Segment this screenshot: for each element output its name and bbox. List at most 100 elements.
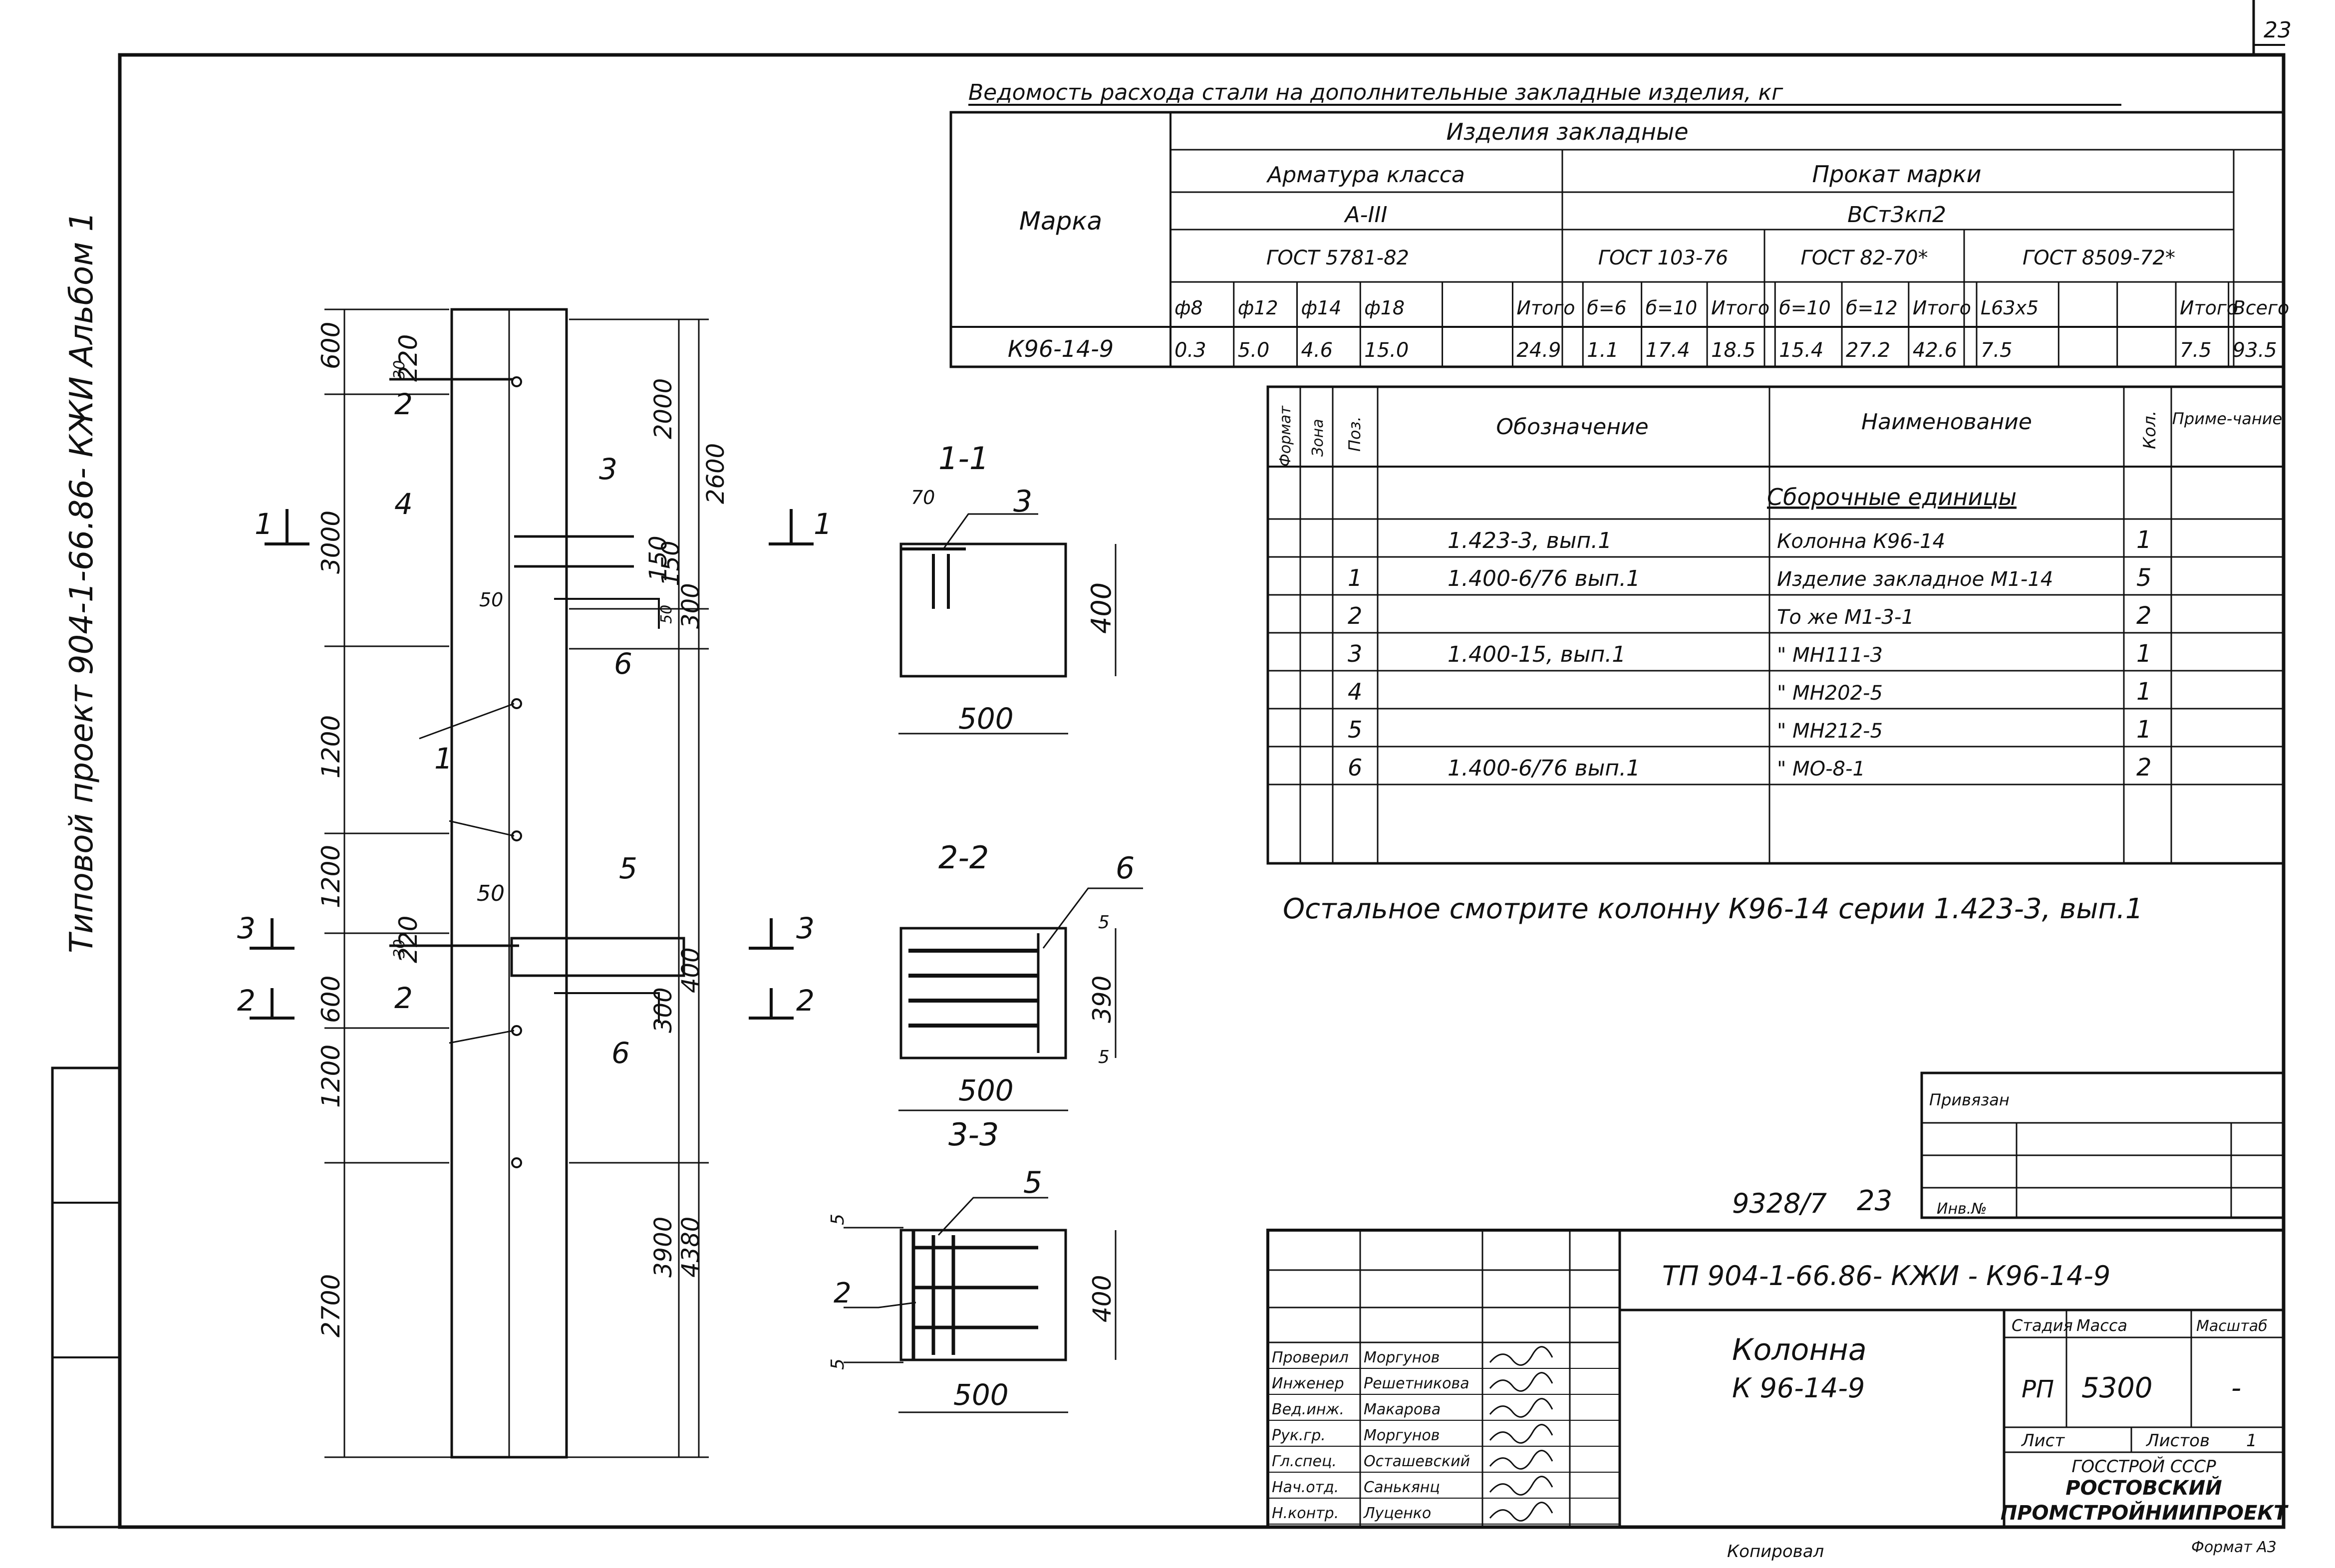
steel-row-value: 42.6 xyxy=(1913,339,1957,362)
elevation-dim-right: 400 xyxy=(677,947,705,993)
spec-row-pos: 2 xyxy=(1348,602,1362,629)
spec-table: Формат Зона Поз. Обозначение Наименовани… xyxy=(1266,385,2285,865)
spec-row-name: " МН202-5 xyxy=(1777,682,1883,705)
spec-row-name: " МН111-3 xyxy=(1777,644,1883,667)
signer-role: Рук.гр. xyxy=(1272,1427,1326,1444)
spec-row-qty: 1 xyxy=(2136,526,2152,554)
signature-icon xyxy=(1489,1450,1553,1470)
elevation-callout: 2 xyxy=(394,387,413,421)
elevation-dim-left: 220 xyxy=(394,334,423,382)
signer-name: Осташевский xyxy=(1364,1453,1470,1470)
org-2: РОСТОВСКИЙ xyxy=(2065,1476,2222,1500)
elevation-dim-inner: 50 xyxy=(479,589,503,611)
section-cut-mark: 1 xyxy=(255,507,273,541)
elevation-callout: 6 xyxy=(614,647,632,681)
elevation-dim-right: 150 xyxy=(644,535,672,581)
stage-label: Стадия xyxy=(2012,1316,2073,1335)
section-3-3-label: 3-3 xyxy=(948,1116,999,1153)
elevation-dim-right: 2600 xyxy=(702,443,730,504)
elevation-dim-left: 220 xyxy=(394,916,423,963)
elevation-dim-left: 3000 xyxy=(316,511,345,574)
section-2-2-label: 2-2 xyxy=(938,839,989,876)
steel-row-value: 0.3 xyxy=(1174,339,1206,362)
section-1-1-height: 400 xyxy=(1086,582,1117,634)
steel-col-head: Итого xyxy=(2180,297,2238,319)
gost-a: ГОСТ 103-76 xyxy=(1598,247,1729,269)
signature-icon xyxy=(1489,1424,1553,1444)
spec-head-name: Наименование xyxy=(1861,409,2032,435)
spec-row-name: Колонна К96-14 xyxy=(1777,530,1945,553)
spec-head-zone: Зона xyxy=(1309,419,1327,457)
spec-head-designation: Обозначение xyxy=(1496,414,1648,440)
org-1: ГОССТРОЙ СССР xyxy=(2071,1456,2216,1477)
steel-col-head: б=10 xyxy=(1779,297,1831,319)
steel-row-value: 1.1 xyxy=(1587,339,1619,362)
signature-icon xyxy=(1489,1502,1553,1522)
steel-col-head: ф12 xyxy=(1238,297,1278,319)
steel-col-head: Итого xyxy=(1711,297,1769,319)
inv-page: 23 xyxy=(1857,1185,1892,1217)
elevation-callout: 6 xyxy=(611,1036,630,1070)
steel-col-head: ф8 xyxy=(1174,297,1203,319)
steel-row-value: 93.5 xyxy=(2233,339,2277,362)
steel-col-head: б=10 xyxy=(1646,297,1698,319)
spec-row-qty: 2 xyxy=(2136,754,2152,782)
spec-row-pos: 6 xyxy=(1348,754,1362,781)
signer-name: Решетникова xyxy=(1364,1375,1469,1392)
steel-col-head: б=6 xyxy=(1587,297,1626,319)
drawing-name-1: Колонна xyxy=(1732,1332,1867,1367)
spec-row-designation: 1.400-6/76 вып.1 xyxy=(1448,566,1640,591)
signature-icon xyxy=(1489,1398,1553,1418)
section-1-1-callout: 3 xyxy=(1013,484,1032,519)
spec-head-pos: Поз. xyxy=(1345,416,1364,452)
steel-table-title: Ведомость расхода стали на дополнительны… xyxy=(968,80,1783,105)
spec-row-pos: 3 xyxy=(1348,640,1362,667)
section-3-3-width: 500 xyxy=(953,1378,1009,1412)
steel-row-value: 7.5 xyxy=(2180,339,2212,362)
section-2-2-width: 500 xyxy=(958,1073,1014,1107)
elevation-callout: 1 xyxy=(434,742,453,776)
spec-row-qty: 2 xyxy=(2136,602,2152,630)
steel-col-head: L63х5 xyxy=(1981,297,2039,319)
attached-label: Привязан xyxy=(1929,1090,2010,1109)
signer-role: Проверил xyxy=(1272,1349,1349,1366)
spec-row-name: " МО-8-1 xyxy=(1777,758,1865,781)
signer-name: Макарова xyxy=(1364,1401,1441,1418)
spec-head-qty: Кол. xyxy=(2140,411,2160,449)
section-3-3-callout-left: 2 xyxy=(834,1277,852,1309)
spec-row-pos: 5 xyxy=(1348,716,1362,743)
steel-row-value: 15.0 xyxy=(1364,339,1409,362)
elevation-dim-right: 150 xyxy=(657,540,685,586)
mark-header: Марка xyxy=(1019,207,1102,236)
section-cut-mark: 2 xyxy=(237,984,256,1018)
elevation-dim-right: 3900 xyxy=(649,1217,677,1278)
general-note: Остальное смотрите колонну К96-14 серии … xyxy=(1283,893,2143,925)
section-2-2: 2-2 6 500 390 5 5 xyxy=(898,839,1143,1111)
elevation-dim-left: 600 xyxy=(316,322,345,369)
section-1-1: 1-1 3 70 500 400 xyxy=(898,440,1117,736)
elevation-dim-right: 300 xyxy=(649,987,677,1033)
steel-col-head: Итого xyxy=(1913,297,1971,319)
section-1-1-offset: 70 xyxy=(911,487,935,509)
rolled-header: Прокат марки xyxy=(1812,161,1981,188)
side-title: Типовой проект 904-1-66.86- КЖИ Альбом 1 xyxy=(63,212,100,953)
rebar-gost: ГОСТ 5781-82 xyxy=(1266,247,1409,269)
org-3: ПРОМСТРОЙНИИПРОЕКТ xyxy=(2001,1501,2289,1525)
section-cut-mark: 1 xyxy=(814,507,832,541)
steel-row-value: 18.5 xyxy=(1711,339,1755,362)
spec-row-pos: 4 xyxy=(1348,678,1362,705)
elevation-dim-right: 2000 xyxy=(649,378,677,439)
elevation-dim-right: 50 xyxy=(658,605,675,624)
spec-row-qty: 1 xyxy=(2136,678,2152,706)
section-2-2-edge-b: 5 xyxy=(1098,1047,1110,1067)
sheets-value: 1 xyxy=(2246,1431,2257,1451)
scale-label: Масштаб xyxy=(2196,1317,2268,1335)
signer-name: Луценко xyxy=(1363,1505,1431,1522)
inv-number: 9328/7 xyxy=(1732,1188,1827,1219)
steel-row-value: 7.5 xyxy=(1981,339,2013,362)
section-cut-mark: 3 xyxy=(237,911,256,945)
steel-col-head: б=12 xyxy=(1846,297,1898,319)
stage-value: РП xyxy=(2022,1375,2054,1403)
